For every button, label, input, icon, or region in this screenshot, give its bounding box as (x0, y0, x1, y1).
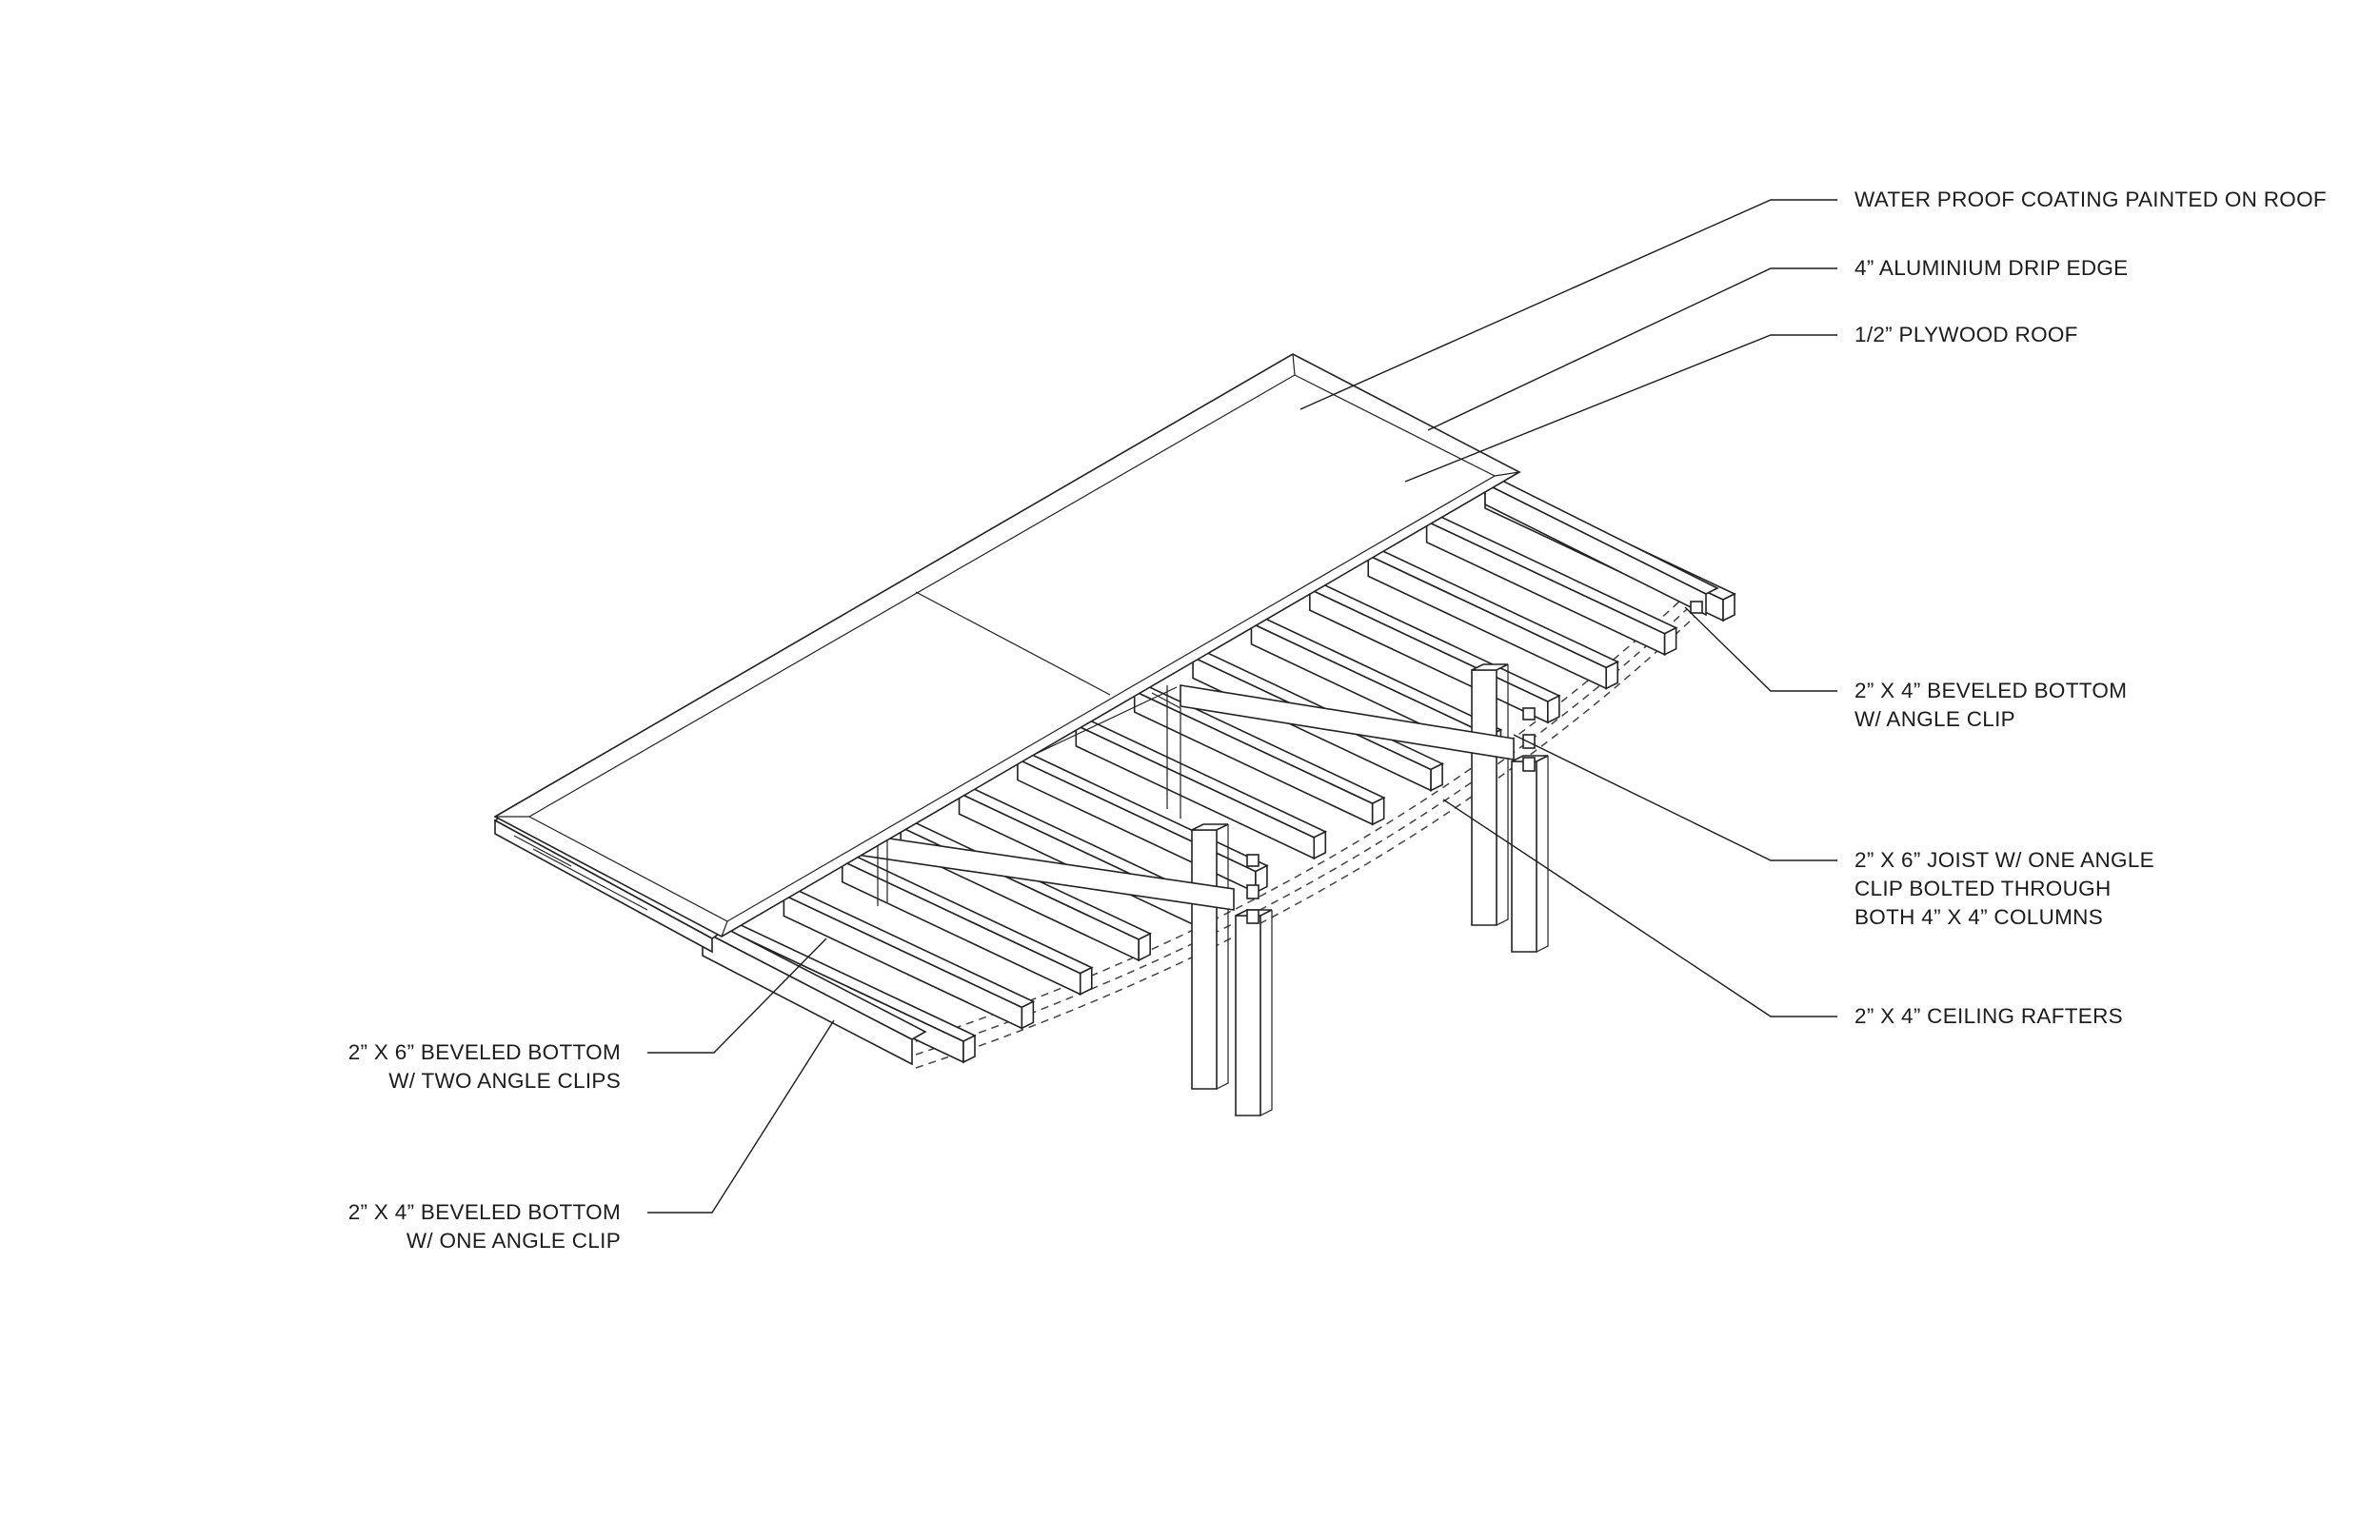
leader-lines (647, 199, 1837, 1214)
label-ceiling-rafters: 2” X 4” CEILING RAFTERS (1854, 1004, 2123, 1028)
joists-2x6 (856, 684, 1515, 911)
angle-clips (1246, 601, 1703, 924)
ceiling-rafter-end (1138, 932, 1151, 962)
label-beveled-2x6-line2: W/ TWO ANGLE CLIPS (388, 1069, 621, 1093)
ceiling-rafter-end (1313, 830, 1327, 860)
plywood-roof (493, 353, 1521, 954)
label-beveled-2x6-line1: 2” X 6” BEVELED BOTTOM (348, 1040, 621, 1064)
ceiling-rafter-end (1605, 661, 1619, 690)
roof-structure-drawing (493, 353, 1736, 1116)
ceiling-rafter-end (1079, 966, 1093, 996)
label-beveled-2x4-one-line2: W/ ONE ANGLE CLIP (407, 1229, 621, 1253)
label-joist-line1: 2” X 6” JOIST W/ ONE ANGLE (1854, 848, 2154, 872)
callout-labels: WATER PROOF COATING PAINTED ON ROOF 4” A… (348, 188, 2327, 1253)
label-drip-edge: 4” ALUMINIUM DRIP EDGE (1854, 256, 2129, 280)
label-joist-line3: BOTH 4” X 4” COLUMNS (1854, 905, 2103, 929)
label-beveled-2x4-angle-line1: 2” X 4” BEVELED BOTTOM (1854, 679, 2127, 702)
label-waterproof-coating: WATER PROOF COATING PAINTED ON ROOF (1854, 188, 2327, 211)
ceiling-rafter-end (1547, 694, 1560, 724)
ceiling-rafter-end (1663, 626, 1677, 656)
ceiling-rafter-end (1722, 592, 1735, 622)
ceiling-rafter-end (1021, 1000, 1035, 1030)
ceiling-rafter-end (1371, 796, 1385, 826)
label-beveled-2x4-angle-line2: W/ ANGLE CLIP (1854, 707, 2015, 731)
edge-beams (701, 477, 1719, 1066)
ceiling-rafter-end (962, 1034, 976, 1064)
dashed-curved-chords (915, 601, 1696, 1069)
label-plywood-roof: 1/2” PLYWOOD ROOF (1854, 323, 2078, 346)
label-beveled-2x4-one-line1: 2” X 4” BEVELED BOTTOM (348, 1200, 621, 1224)
label-joist-line2: CLIP BOLTED THROUGH (1854, 877, 2112, 900)
ceiling-rafter-end (1430, 762, 1443, 792)
